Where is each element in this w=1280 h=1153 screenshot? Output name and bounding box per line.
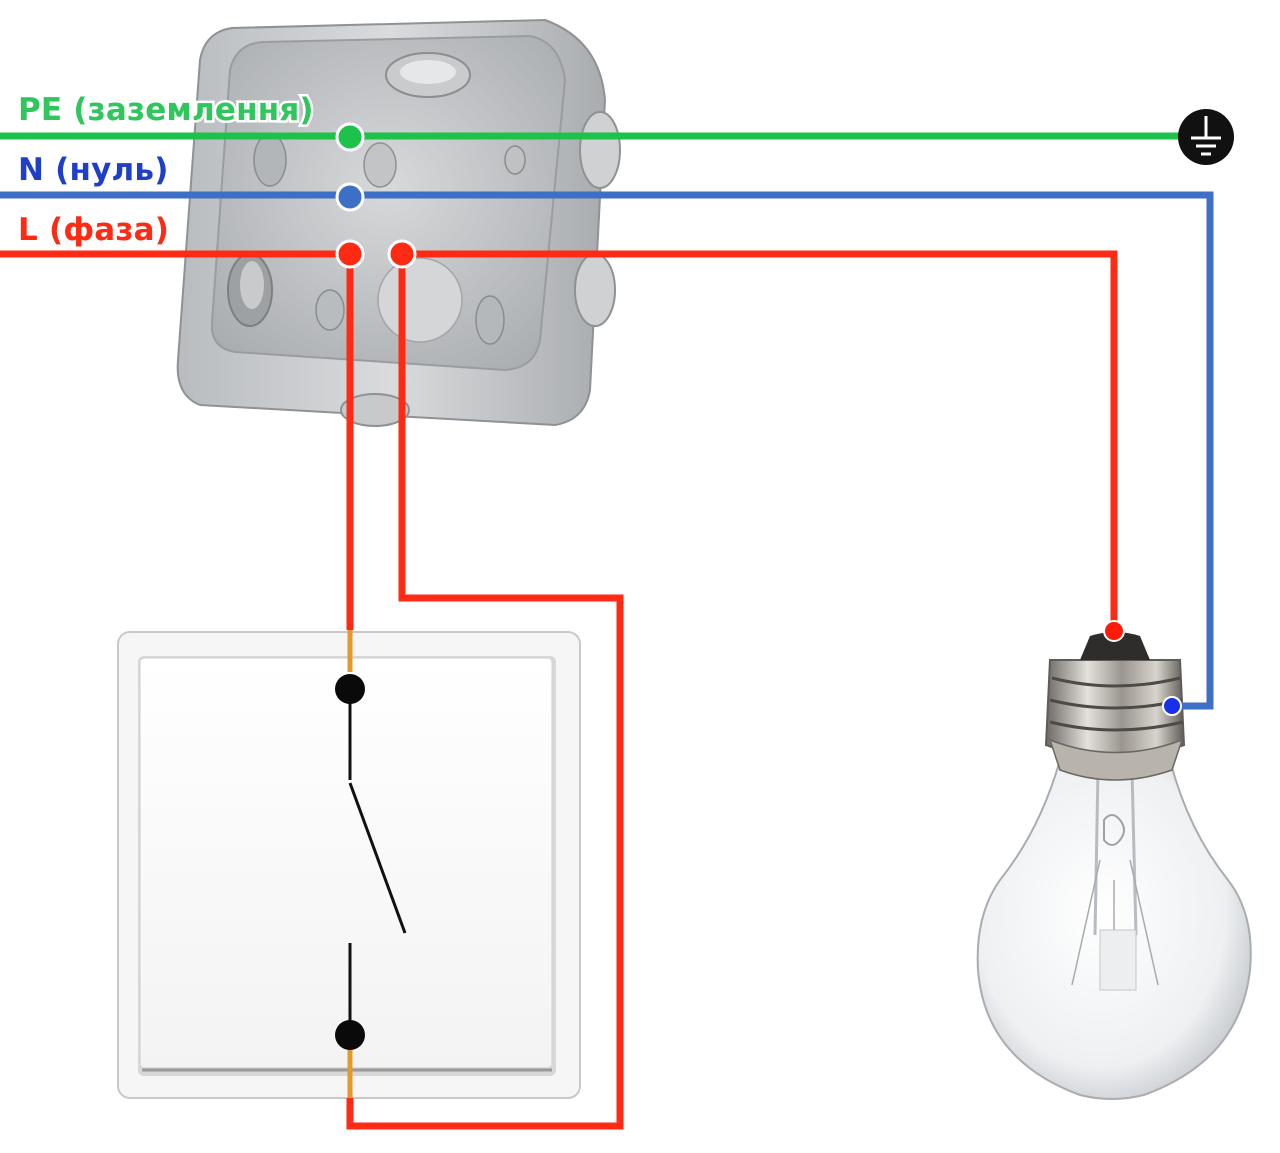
bulb-phase-terminal <box>1103 620 1125 642</box>
light-switch-icon <box>117 631 581 1099</box>
bulb-neutral-terminal <box>1162 696 1182 716</box>
junction-terminals <box>335 122 417 269</box>
ground-symbol-icon <box>1178 109 1234 165</box>
switch-return-wire <box>346 254 624 1130</box>
n-wire <box>0 191 1214 710</box>
l-label: L (фаза) <box>18 212 169 248</box>
switch-contact-symbol <box>335 674 407 1050</box>
n-label: N (нуль) <box>18 152 169 188</box>
lamp-wire <box>402 250 1118 630</box>
junction-box-icon <box>176 18 621 427</box>
pe-label: PE (заземлення) <box>18 92 314 128</box>
light-bulb-icon <box>976 632 1252 1100</box>
